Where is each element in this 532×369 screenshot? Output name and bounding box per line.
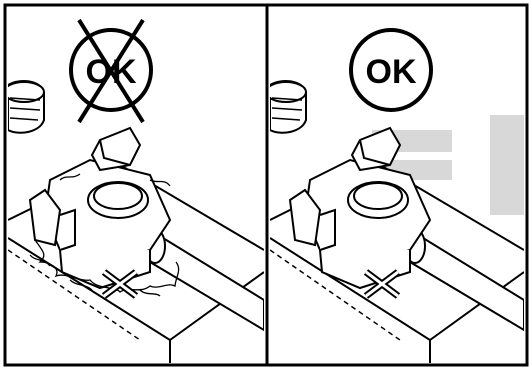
panel-clean: OK bbox=[266, 30, 526, 365]
ok-circle-icon: OK bbox=[351, 30, 431, 110]
ok-circle-icon-crossed: OK bbox=[71, 20, 151, 122]
panel-corroded: OK bbox=[4, 20, 264, 365]
badge-label-clean: OK bbox=[366, 53, 417, 91]
cell-cap-left bbox=[4, 81, 44, 133]
cell-cap-right bbox=[266, 81, 306, 133]
